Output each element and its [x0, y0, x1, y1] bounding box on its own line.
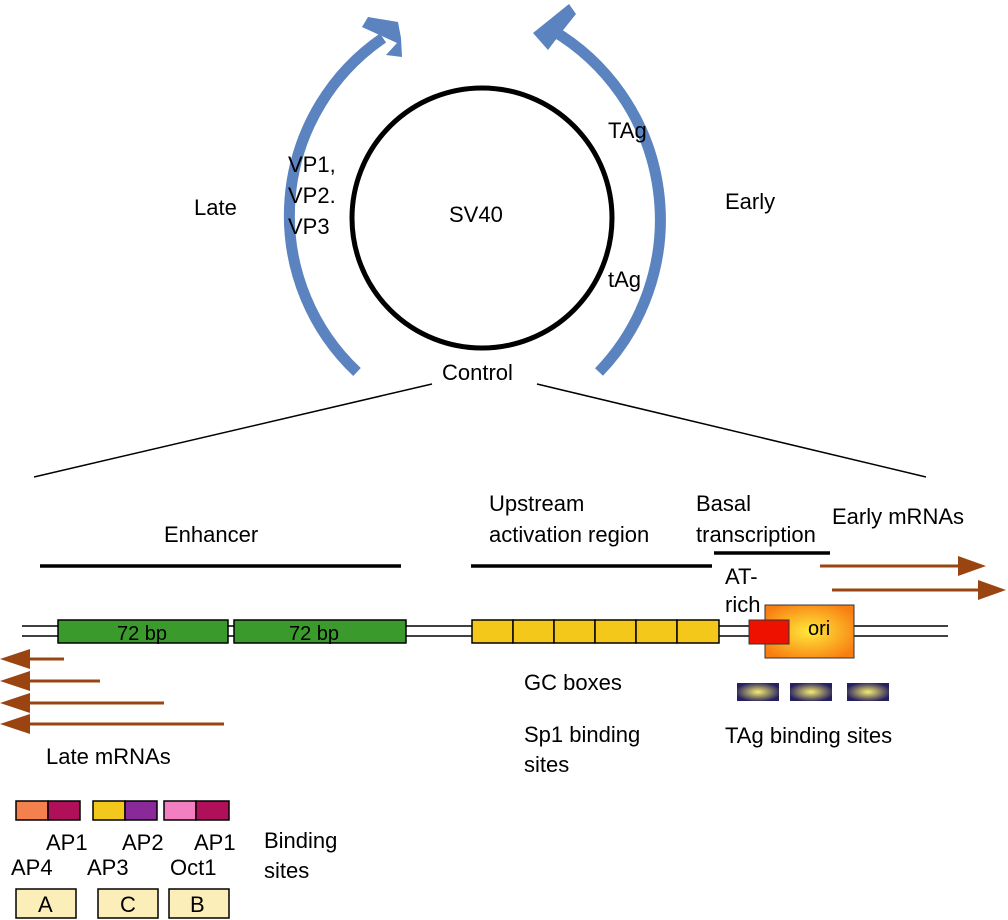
early-transcription-arc — [549, 25, 666, 376]
72bp-repeat-label: 72 bp — [289, 623, 339, 645]
early-label: Early — [725, 189, 775, 214]
motif-box-c — [97, 888, 159, 919]
genome-label: SV40 — [449, 202, 503, 227]
ap2-label: AP2 — [122, 830, 164, 855]
motif-c-label: C — [120, 892, 136, 917]
oct1-site — [163, 800, 197, 821]
ap4-site — [15, 800, 49, 821]
72bp-repeat-label: 72 bp — [117, 623, 167, 645]
late-mrna-arrow — [0, 649, 64, 669]
ap3-label: AP3 — [87, 855, 129, 880]
ori-label: ori — [808, 618, 830, 640]
late-mrnas-label: Late mRNAs — [46, 744, 171, 769]
late-arc-arrowhead — [362, 17, 402, 57]
binding-sites-label-line1: Binding — [264, 828, 337, 853]
motif-box-a — [15, 888, 77, 919]
gc-box — [471, 619, 514, 644]
72bp-repeat-box — [233, 619, 407, 644]
expansion-line-left — [33, 383, 433, 478]
at-rich-label-line2: rich — [725, 592, 760, 617]
ap2-site — [92, 800, 126, 821]
at-rich-box — [748, 619, 790, 645]
sv40-genome-circle — [349, 85, 615, 351]
ap3-site — [124, 800, 158, 821]
gc-box — [594, 619, 637, 644]
ap1-label: AP1 — [46, 830, 88, 855]
late-mrna-arrow — [0, 671, 100, 691]
vp2-label: VP2. — [288, 183, 336, 208]
basal-label-line1: Basal — [696, 491, 751, 516]
late-transcription-arc — [283, 33, 387, 377]
gc-box — [635, 619, 678, 644]
early-arc-arrowhead — [533, 4, 576, 50]
ap1-site — [195, 800, 230, 821]
72bp-repeat-box — [57, 619, 229, 644]
tag-binding-site — [737, 683, 779, 701]
vp3-label: VP3 — [288, 214, 330, 239]
small-t-antigen-label: tAg — [608, 267, 641, 292]
basal-label-line2: transcription — [696, 522, 816, 547]
gc-boxes — [471, 619, 720, 644]
upstream-label-line2: activation region — [489, 522, 649, 547]
control-label: Control — [442, 360, 513, 385]
motif-a-label: A — [38, 892, 53, 917]
early-mrna-arrow — [820, 556, 986, 576]
upstream-label-line1: Upstream — [489, 491, 584, 516]
ap1-label: AP1 — [194, 830, 236, 855]
late-label: Late — [194, 195, 237, 220]
gc-box — [553, 619, 596, 644]
expansion-line-right — [536, 383, 927, 478]
early-mrna-arrow — [832, 580, 1006, 600]
gc-box — [512, 619, 555, 644]
sp1-label-line1: Sp1 binding — [524, 722, 640, 747]
binding-sites-label-line2: sites — [264, 858, 309, 883]
at-rich-label-line1: AT- — [725, 564, 758, 589]
enhancer-label: Enhancer — [164, 522, 258, 547]
tag-binding-sites-label: TAg binding sites — [725, 723, 892, 748]
early-mrnas-label: Early mRNAs — [832, 504, 964, 529]
ap1-site — [47, 800, 81, 821]
tag-binding-site — [847, 683, 889, 701]
tag-binding-site — [790, 683, 832, 701]
vp1-label: VP1, — [288, 152, 336, 177]
gc-boxes-label: GC boxes — [524, 670, 622, 695]
large-t-antigen-label: TAg — [608, 118, 647, 143]
late-mrna-arrow — [0, 693, 164, 713]
sp1-label-line2: sites — [524, 752, 569, 777]
motif-b-label: B — [190, 892, 205, 917]
motif-box-b — [168, 888, 230, 919]
ap4-label: AP4 — [11, 855, 53, 880]
gc-box — [676, 619, 720, 644]
late-mrna-arrow — [0, 714, 224, 734]
oct1-label: Oct1 — [170, 855, 216, 880]
